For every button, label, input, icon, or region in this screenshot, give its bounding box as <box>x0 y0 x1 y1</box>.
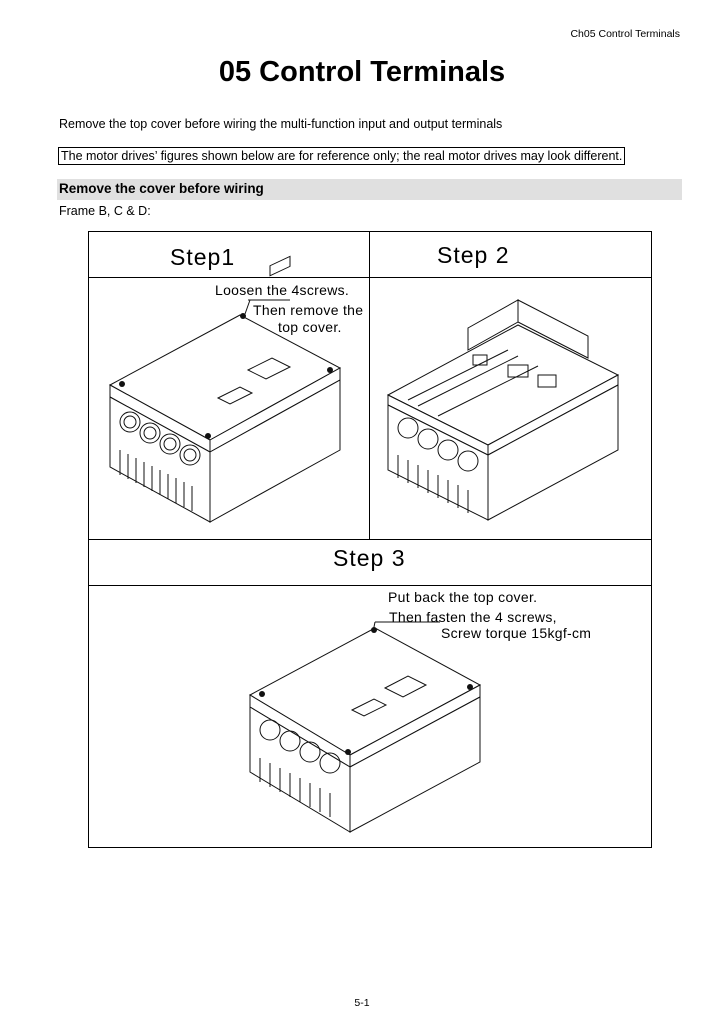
table-divider-vertical <box>369 231 370 540</box>
section-heading-bar: Remove the cover before wiring <box>57 179 682 200</box>
step3-note-line2: Then fasten the 4 screws, <box>389 609 557 625</box>
step1-note-line2: Then remove the <box>253 302 364 318</box>
page-title: 05 Control Terminals <box>218 56 506 88</box>
step1-drive-illustration <box>108 255 342 523</box>
step1-note-line1: Loosen the 4screws. <box>215 282 350 298</box>
step1-label: Step1 <box>170 244 236 270</box>
chapter-header: Ch05 Control Terminals <box>570 28 680 40</box>
step3-note-line1: Put back the top cover. <box>388 589 538 605</box>
table-divider-h1 <box>88 277 652 278</box>
intro-text: Remove the top cover before wiring the m… <box>59 117 503 131</box>
step3-label: Step 3 <box>333 545 406 571</box>
reference-notice: The motor drives’ figures shown below ar… <box>58 147 626 165</box>
table-divider-h2 <box>88 539 652 540</box>
page-number: 5-1 <box>354 997 370 1009</box>
section-heading: Remove the cover before wiring <box>59 181 264 196</box>
step2-label: Step 2 <box>437 242 510 268</box>
step1-note-line3: top cover. <box>278 319 342 335</box>
step3-drive-illustration <box>248 621 482 833</box>
step3-note-line3: Screw torque 15kgf-cm <box>441 625 592 641</box>
table-divider-h3 <box>88 585 652 586</box>
step2-drive-illustration <box>386 299 620 521</box>
frame-label: Frame B, C & D: <box>59 204 151 218</box>
